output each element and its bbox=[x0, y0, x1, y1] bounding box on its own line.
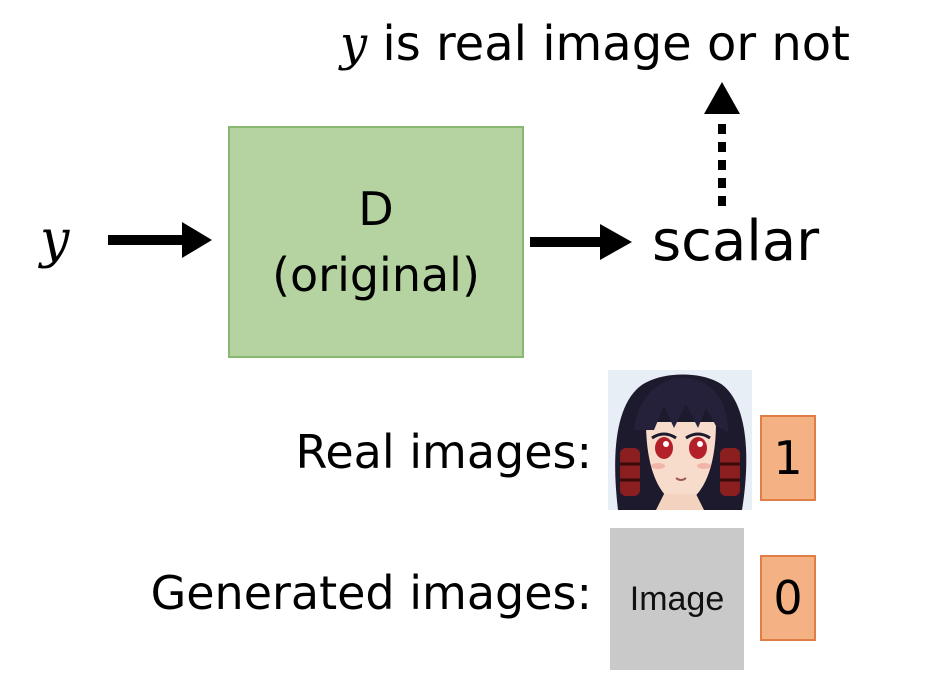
output-arrow bbox=[530, 224, 632, 260]
generated-score-badge: 0 bbox=[760, 555, 816, 641]
discriminator-variant: (original) bbox=[272, 248, 480, 302]
real-images-label: Real images: bbox=[295, 425, 592, 479]
generated-images-label: Generated images: bbox=[150, 566, 592, 620]
output-scalar: scalar bbox=[652, 209, 820, 274]
generated-image-placeholder: Image bbox=[610, 528, 744, 670]
discriminator-name: D bbox=[358, 182, 394, 236]
top-label: y is real image or not bbox=[340, 14, 850, 74]
real-score-badge: 1 bbox=[760, 415, 816, 501]
discriminator-box: D (original) bbox=[228, 126, 524, 358]
input-arrow bbox=[108, 222, 212, 258]
dotted-up-arrow bbox=[704, 82, 740, 206]
input-variable: y bbox=[40, 210, 70, 270]
top-label-variable: y bbox=[340, 16, 368, 72]
real-image-thumbnail bbox=[608, 370, 752, 510]
anime-face-image bbox=[608, 370, 752, 510]
top-label-text: is real image or not bbox=[367, 16, 850, 72]
